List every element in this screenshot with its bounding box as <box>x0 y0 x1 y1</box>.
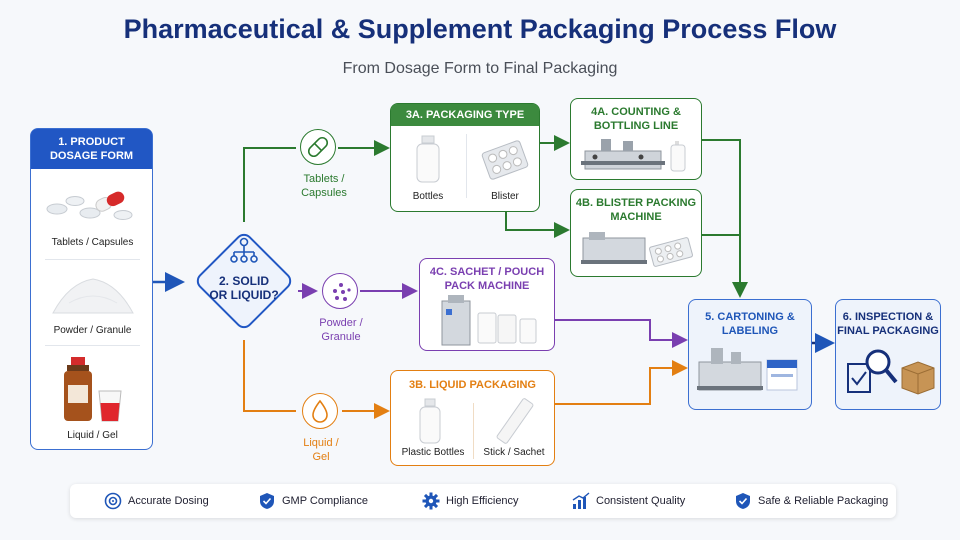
powder-branch-line1: Powder / <box>319 317 363 329</box>
step3a-divider <box>466 134 467 198</box>
gear-icon <box>422 492 440 510</box>
liquid-branch-node <box>302 393 338 429</box>
step5-header: 5. CARTONING & LABELING <box>689 300 811 338</box>
shield-check-icon <box>260 493 274 509</box>
cartoning-machine-image <box>697 348 798 391</box>
footer-item-consistent-quality: Consistent Quality <box>572 484 685 518</box>
step4c-header: 4C. SACHET / POUCH PACK MACHINE <box>420 259 554 293</box>
step1-item-tablets: Tablets / Capsules <box>51 237 134 248</box>
step1-header: 1. PRODUCT DOSAGE FORM <box>31 129 152 169</box>
step6-header-line2: FINAL PACKAGING <box>837 325 939 337</box>
powder-branch-node <box>322 273 358 309</box>
step2-label-line2: OR LIQUID? <box>209 288 279 302</box>
liquid-bottle-image <box>64 357 122 422</box>
step3b-item-stick-sachet: Stick / Sachet <box>483 447 545 458</box>
step3b-liquid-packaging-box: 3B. LIQUID PACKAGING Plastic Bottles Sti… <box>390 370 555 466</box>
plastic-bottle-image <box>419 398 441 444</box>
inspection-magnifier-icon <box>847 349 935 395</box>
arrow-to-liquid <box>243 340 296 412</box>
footer-label-gmp-compliance: GMP Compliance <box>282 495 368 507</box>
footer-label-high-efficiency: High Efficiency <box>446 495 519 507</box>
liquid-branch-line1: Liquid / <box>303 437 339 449</box>
liquid-branch-label: Liquid / Gel <box>290 436 352 464</box>
bottling-machine-image <box>581 139 686 172</box>
step3a-header: 3A. PACKAGING TYPE <box>391 104 539 126</box>
step4c-header-line1: 4C. SACHET / POUCH <box>429 266 545 278</box>
arrow-3b-5 <box>555 360 688 405</box>
powder-image <box>52 278 134 314</box>
blister-image <box>481 140 529 180</box>
box-icon <box>901 361 935 395</box>
sachet-machine-image <box>441 295 537 346</box>
step1-item-powder: Powder / Granule <box>53 325 132 336</box>
powder-branch-label: Powder / Granule <box>308 316 374 344</box>
tablets-branch-node <box>300 129 336 165</box>
blister-machine-image <box>581 232 693 267</box>
shield-check-icon <box>736 493 750 509</box>
step4c-sachet-machine-box: 4C. SACHET / POUCH PACK MACHINE <box>419 258 555 351</box>
step4c-header-line2: PACK MACHINE <box>444 280 530 292</box>
arrow-4c-5 <box>555 319 688 348</box>
arrow-3a-4b <box>505 212 570 238</box>
step3a-item-blister: Blister <box>491 191 519 202</box>
tablets-branch-label: Tablets / Capsules <box>288 172 360 200</box>
step4a-header-line2: BOTTLING LINE <box>593 120 679 132</box>
stick-sachet-image <box>496 398 534 444</box>
step3b-divider <box>473 403 474 459</box>
step2-label-line1: 2. SOLID <box>218 274 269 288</box>
footer-label-consistent-quality: Consistent Quality <box>596 495 686 507</box>
arrow-to-tablets <box>243 147 296 222</box>
step3b-header: 3B. LIQUID PACKAGING <box>409 379 536 391</box>
hierarchy-icon <box>230 237 258 263</box>
step1-header-line1: 1. PRODUCT <box>58 136 125 148</box>
step1-item-liquid: Liquid / Gel <box>67 430 118 441</box>
liquid-branch-line2: Gel <box>312 451 330 463</box>
step4a-header: 4A. COUNTING & BOTTLING LINE <box>571 99 701 133</box>
footer-item-accurate-dosing: Accurate Dosing <box>104 484 209 518</box>
step6-header-line1: 6. INSPECTION & <box>842 311 934 323</box>
step6-inspection-box: 6. INSPECTION & FINAL PACKAGING <box>835 299 941 410</box>
step1-header-line2: DOSAGE FORM <box>49 150 134 162</box>
step1-divider-1 <box>45 259 140 260</box>
step4a-header-line1: 4A. COUNTING & <box>591 106 681 118</box>
tablets-capsules-image <box>46 191 133 220</box>
step5-cartoning-box: 5. CARTONING & LABELING <box>688 299 812 410</box>
step3a-packaging-type-box: 3A. PACKAGING TYPE Bottles Blister <box>390 103 540 212</box>
step5-header-line2: LABELING <box>721 325 779 337</box>
step2-label: 2. SOLID OR LIQUID? <box>195 274 293 302</box>
benefits-footer: Accurate Dosing GMP Compliance High Effi… <box>70 484 896 518</box>
capsule-icon <box>307 136 329 158</box>
footer-label-safe-packaging: Safe & Reliable Packaging <box>758 495 889 507</box>
step4b-header-line2: MACHINE <box>610 211 662 223</box>
step4b-header-line1: 4B. BLISTER PACKING <box>575 197 697 209</box>
step4b-blister-machine-box: 4B. BLISTER PACKING MACHINE <box>570 189 702 277</box>
footer-item-gmp-compliance: GMP Compliance <box>258 484 368 518</box>
step3b-item-plastic-bottles: Plastic Bottles <box>401 447 465 458</box>
step6-header: 6. INSPECTION & FINAL PACKAGING <box>836 300 940 338</box>
page-subtitle: From Dosage Form to Final Packaging <box>342 60 618 77</box>
arrow-4a-5 <box>702 139 748 298</box>
step1-dosage-form-box: 1. PRODUCT DOSAGE FORM Tablets / Capsule… <box>30 128 153 450</box>
droplet-icon <box>312 399 328 423</box>
tablets-branch-line1: Tablets / <box>303 173 345 185</box>
step1-divider-2 <box>45 345 140 346</box>
step2-decision-diamond <box>196 233 292 329</box>
footer-item-high-efficiency: High Efficiency <box>422 484 519 518</box>
target-icon <box>104 492 122 510</box>
footer-label-accurate-dosing: Accurate Dosing <box>128 495 209 507</box>
bottle-image <box>416 135 440 183</box>
step4b-header: 4B. BLISTER PACKING MACHINE <box>571 190 701 224</box>
step3a-item-bottles: Bottles <box>412 191 444 202</box>
page-title: Pharmaceutical & Supplement Packaging Pr… <box>123 14 837 44</box>
bar-chart-icon <box>572 492 590 509</box>
powder-branch-line2: Granule <box>321 331 361 343</box>
granule-icon <box>333 283 351 301</box>
step5-header-line1: 5. CARTONING & <box>705 311 795 323</box>
footer-item-safe-packaging: Safe & Reliable Packaging <box>734 484 888 518</box>
tablets-branch-line2: Capsules <box>301 187 347 199</box>
step4a-bottling-line-box: 4A. COUNTING & BOTTLING LINE <box>570 98 702 180</box>
